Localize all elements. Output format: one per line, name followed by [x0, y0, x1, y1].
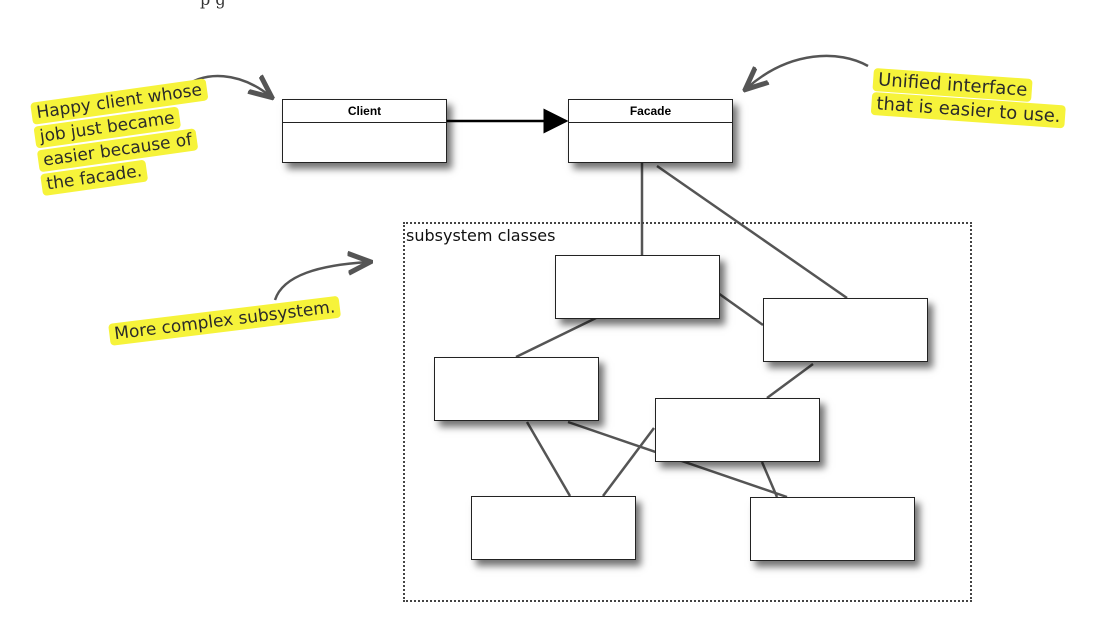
client-class: Client: [282, 99, 447, 163]
subsystem-class: [555, 255, 720, 319]
subsystem-class: [471, 496, 636, 560]
subsys-link-6: [602, 427, 655, 497]
subsys-link-1: [717, 291, 764, 327]
subsystem-boundary: [403, 222, 972, 602]
complex-arrow: [273, 262, 368, 301]
cropped-top-text: p g: [200, 0, 226, 9]
facade-class: Facade: [568, 99, 733, 163]
subsys-link-7: [760, 461, 779, 498]
subsystem-class: [763, 298, 928, 362]
subsystem-class: [750, 497, 915, 561]
subsystem-label: subsystem classes: [406, 226, 556, 245]
subsystem-class: [434, 357, 599, 421]
facade-link-2: [656, 164, 848, 300]
facade-class-name: Facade: [569, 100, 732, 123]
subsys-link-2: [515, 316, 597, 359]
subsys-link-3: [766, 362, 814, 400]
client-class-name: Client: [283, 100, 446, 123]
unified-arrow: [747, 54, 869, 88]
subsystem-class: [655, 398, 820, 462]
subsys-link-5: [525, 421, 572, 497]
